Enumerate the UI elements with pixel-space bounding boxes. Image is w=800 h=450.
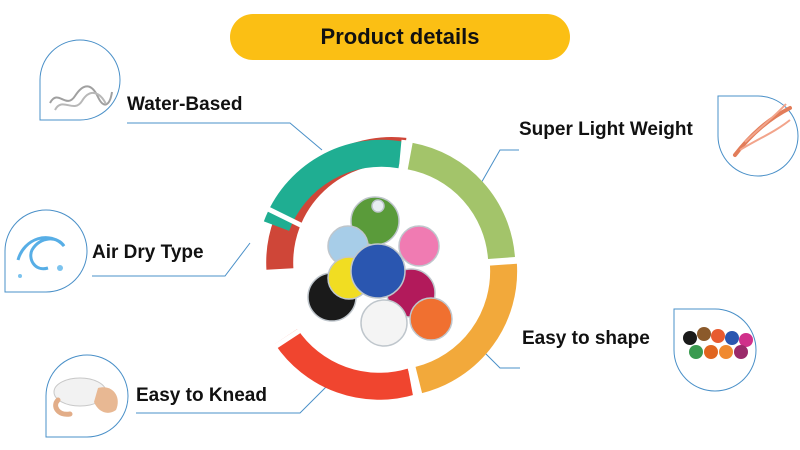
- product-image: [307, 196, 453, 347]
- clay-balls-icon: [673, 308, 757, 392]
- water-splash-icon: [4, 209, 88, 293]
- feature-ring: [263, 137, 518, 400]
- ring-segment-red: [274, 328, 416, 400]
- connector-light: [479, 149, 519, 186]
- kneading-hand-icon: [45, 354, 129, 438]
- ring-segment-green: [407, 142, 515, 260]
- connector-knead: [136, 384, 329, 414]
- feature-label-water-based: Water-Based: [127, 94, 243, 115]
- feature-label-air-dry-type: Air Dry Type: [92, 242, 204, 263]
- feather-icon: [717, 95, 799, 177]
- ring-segment-orange: [415, 263, 518, 394]
- feature-label-super-light-weight: Super Light Weight: [519, 119, 693, 140]
- ring-segment-teal: [263, 139, 404, 232]
- page-title-pill: Product details: [230, 14, 570, 60]
- water-squiggle-icon: [39, 39, 121, 121]
- feature-label-easy-to-shape: Easy to shape: [522, 328, 650, 349]
- connector-water: [127, 122, 323, 151]
- page-title: Product details: [320, 24, 480, 49]
- feature-label-easy-to-knead: Easy to Knead: [136, 385, 267, 406]
- connector-air: [92, 242, 251, 277]
